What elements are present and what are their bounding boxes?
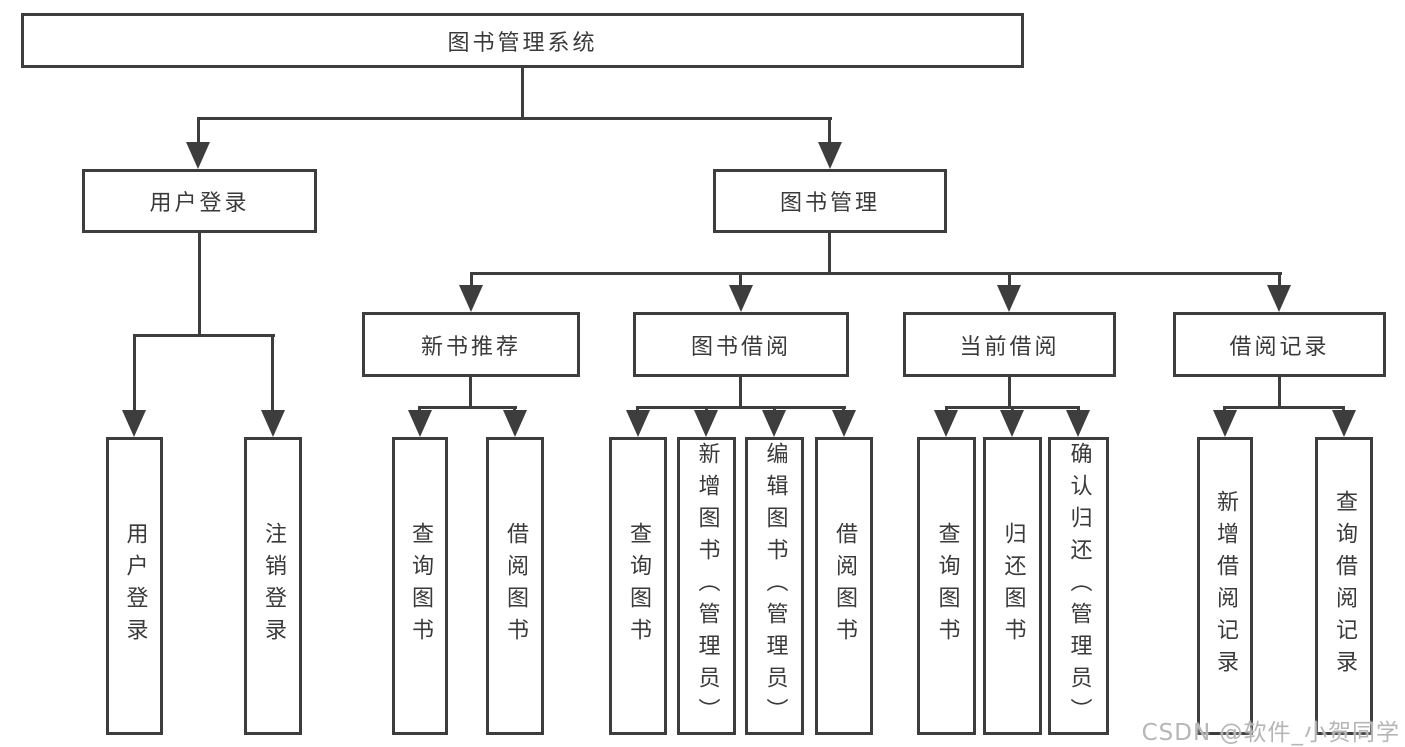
connector-line [418,406,517,409]
leaf-borrow-books-label: 借阅图书 [832,522,857,650]
leaf-query-borrow-record-label: 查询借阅记录 [1332,490,1357,682]
leaf-confirm-return-admin: 确认归还（管理员） [1048,437,1109,735]
node-user-login-label: 用户登录 [149,191,250,216]
arrowhead [1000,410,1024,437]
node-current-borrowing: 当前借阅 [903,312,1116,377]
leaf-query-books-recommend-label: 查询图书 [408,522,433,650]
node-book-borrowing: 图书借阅 [633,312,849,377]
leaf-query-books-borrowing-label: 查询图书 [626,522,651,650]
node-current-borrowing-label: 当前借阅 [959,334,1060,360]
connector-line [1278,272,1281,287]
arrowhead [408,410,432,437]
connector-line [828,233,831,275]
leaf-add-borrow-record-label: 新增借阅记录 [1213,490,1238,682]
leaf-user-login-label: 用户登录 [122,522,148,650]
leaf-query-books-current: 查询图书 [917,437,976,735]
arrowhead [1066,410,1090,437]
leaf-query-borrow-record: 查询借阅记录 [1315,437,1373,735]
leaf-user-login: 用户登录 [106,437,163,735]
connector-line [828,117,831,145]
connector-line [739,377,742,408]
arrowhead [997,285,1021,312]
leaf-return-books-label: 归还图书 [1000,522,1026,650]
connector-line [739,272,742,287]
leaf-query-books-recommend: 查询图书 [392,437,448,735]
leaf-borrow-books-recommend: 借阅图书 [486,437,544,735]
connector-line [1008,272,1011,287]
connector-line [521,66,524,119]
arrowhead [694,410,718,437]
arrowhead [729,285,753,312]
arrowhead [1213,410,1237,437]
node-book-management-label: 图书管理 [779,191,880,216]
connector-line [1223,406,1344,409]
node-book-borrowing-label: 图书借阅 [690,334,791,360]
node-library-system: 图书管理系统 [21,13,1024,68]
arrowhead [459,285,483,312]
connector-line [636,406,846,409]
connector-line [271,334,274,412]
connector-line [1008,377,1011,408]
leaf-borrow-books-recommend-label: 借阅图书 [503,522,528,650]
arrowhead [762,410,786,437]
arrowhead [503,410,527,437]
arrowhead [261,410,285,437]
leaf-query-books-current-label: 查询图书 [934,522,960,650]
leaf-confirm-return-admin-label: 确认归还（管理员） [1066,442,1092,730]
arrowhead [122,410,146,437]
leaf-query-books-borrowing: 查询图书 [609,437,667,735]
leaf-add-borrow-record: 新增借阅记录 [1197,437,1253,735]
csdn-watermark: CSDN @软件_小贺同学 [1141,720,1400,746]
connector-line [469,377,472,408]
arrowhead [186,142,210,169]
node-new-book-recommend-label: 新书推荐 [420,334,521,360]
node-new-book-recommend: 新书推荐 [362,312,580,377]
connector-line [133,334,136,412]
arrowhead [818,142,842,169]
connector-line [133,334,275,337]
connector-line [1278,377,1281,408]
arrowhead [934,410,958,437]
connector-line [470,272,473,287]
connector-line [197,117,200,145]
arrowhead [626,410,650,437]
arrowhead [1332,410,1356,437]
leaf-logout-label: 注销登录 [261,522,286,650]
leaf-edit-books-admin: 编辑图书（管理员） [745,437,804,735]
leaf-logout: 注销登录 [244,437,302,735]
leaf-add-books-admin: 新增图书（管理员） [677,437,736,735]
arrowhead [1267,285,1291,312]
connector-line [197,117,832,120]
connector-line [470,272,1282,275]
leaf-add-books-admin-label: 新增图书（管理员） [694,442,720,730]
node-borrow-records: 借阅记录 [1173,312,1386,377]
node-user-login: 用户登录 [82,169,317,233]
leaf-borrow-books: 借阅图书 [815,437,873,735]
node-borrow-records-label: 借阅记录 [1229,334,1330,360]
leaf-return-books: 归还图书 [983,437,1042,735]
node-library-system-label: 图书管理系统 [447,30,598,56]
leaf-edit-books-admin-label: 编辑图书（管理员） [762,442,788,730]
arrowhead [832,410,856,437]
connector-line [198,233,201,336]
node-book-management: 图书管理 [713,169,947,233]
